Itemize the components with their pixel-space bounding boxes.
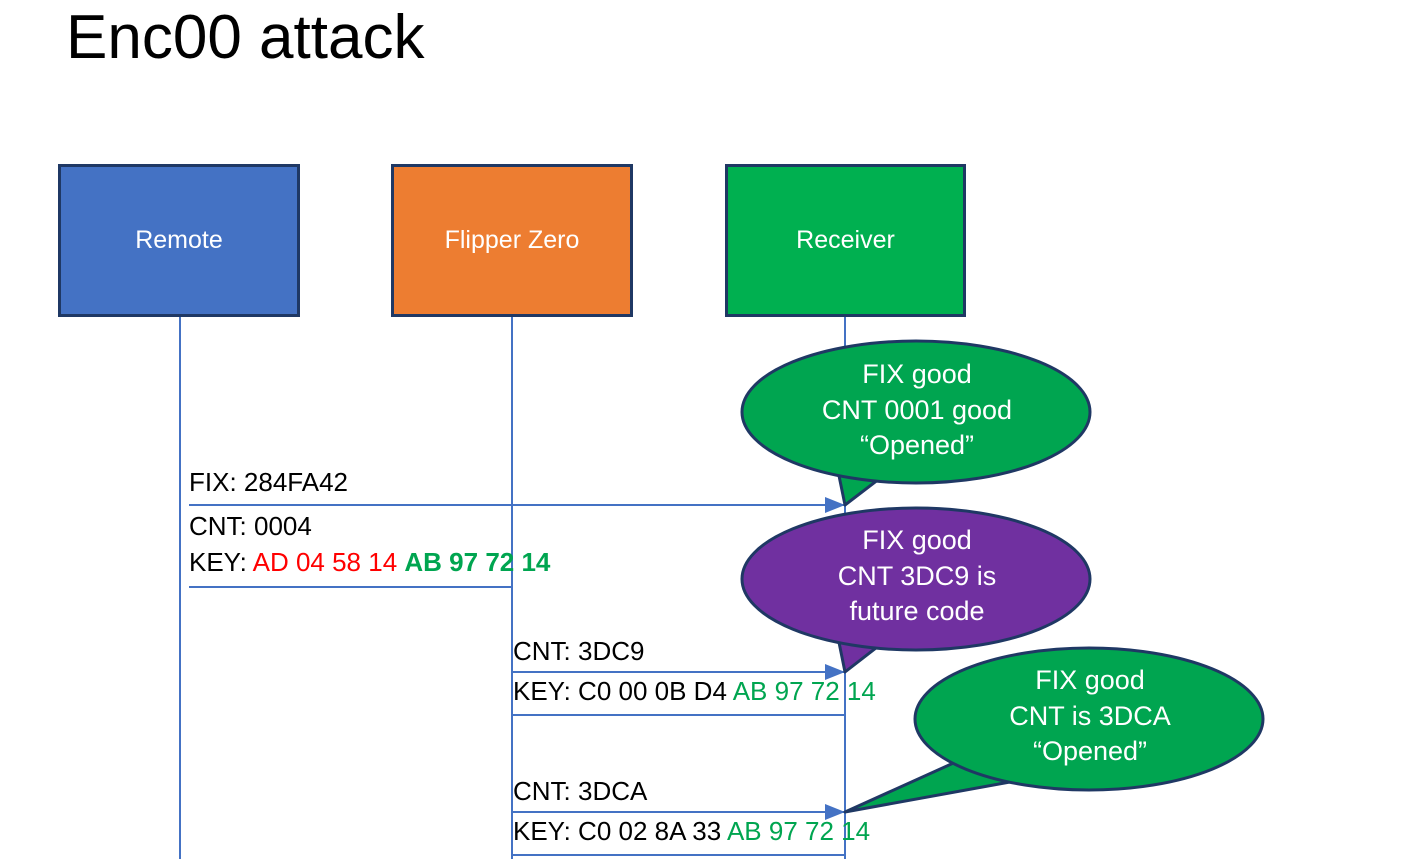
- callout-1: [740, 339, 1092, 507]
- key-3-green-bytes: AB 97 72 14: [726, 816, 871, 846]
- actor-label-receiver: Receiver: [796, 226, 895, 254]
- actor-box-remote[interactable]: Remote: [58, 164, 300, 317]
- key-2-green-bytes: AB 97 72 14: [732, 676, 876, 706]
- callout-2-balloon: [740, 506, 1092, 652]
- page-title: Enc00 attack: [66, 3, 425, 72]
- callout-3-balloon: [913, 646, 1265, 792]
- message-label-key-2: KEY: C0 00 0B D4 AB 97 72 14: [513, 676, 876, 707]
- key-3-prefix: KEY: C0 02 8A 33: [513, 816, 727, 846]
- message-label-cnt-1: CNT: 0004: [189, 511, 312, 541]
- actor-label-flipper: Flipper Zero: [444, 226, 580, 254]
- key-2-prefix: KEY: C0 00 0B D4: [513, 676, 733, 706]
- actor-label-remote: Remote: [135, 226, 223, 254]
- callout-3: [843, 646, 1265, 814]
- arrowhead-message-2: [825, 664, 845, 680]
- key-1-green-bytes: AB 97 72 14: [404, 547, 551, 577]
- message-label-fix-1: FIX: 284FA42: [189, 467, 348, 497]
- key-1-red-bytes: AD 04 58 14: [252, 547, 398, 577]
- message-label-key-3: KEY: C0 02 8A 33 AB 97 72 14: [513, 816, 871, 847]
- arrowhead-message-1: [825, 497, 845, 513]
- key-1-prefix: KEY:: [189, 547, 253, 577]
- actor-box-flipper[interactable]: Flipper Zero: [391, 164, 633, 317]
- actor-box-receiver[interactable]: Receiver: [725, 164, 966, 317]
- message-label-cnt-3: CNT: 3DCA: [513, 776, 648, 806]
- callout-2: [740, 506, 1092, 674]
- arrowhead-message-3: [825, 804, 845, 820]
- message-label-cnt-2: CNT: 3DC9: [513, 636, 645, 666]
- callout-1-balloon: [740, 339, 1092, 485]
- message-label-key-1: KEY: AD 04 58 14 AB 97 72 14: [189, 547, 551, 578]
